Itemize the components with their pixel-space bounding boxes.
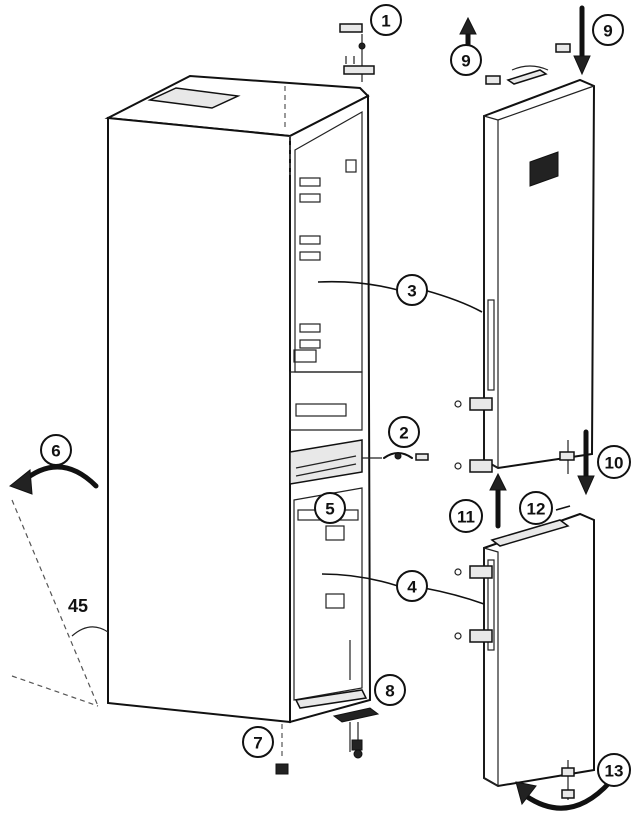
callout-4-label: 4 — [407, 578, 417, 597]
fridge-middle-section — [289, 371, 363, 485]
callout-10: 10 — [597, 445, 631, 479]
callout-9-right: 9 — [592, 14, 624, 46]
callout-4: 4 — [396, 570, 428, 602]
callout-9-left: 9 — [450, 44, 482, 76]
middle-hinge-part — [362, 452, 429, 461]
callout-1: 1 — [370, 4, 402, 36]
fridge-cabinet — [104, 74, 372, 724]
upper-door — [454, 69, 596, 473]
bottom-hinge-part — [332, 707, 380, 759]
display-panel — [529, 151, 559, 187]
callout-9-left-label: 9 — [461, 52, 470, 71]
callout-11-label: 11 — [457, 508, 475, 527]
tilt-guide — [11, 499, 109, 707]
callout-11: 11 — [449, 499, 483, 533]
callout-8: 8 — [374, 674, 406, 706]
callout-7-label: 7 — [253, 734, 262, 753]
callout-1-label: 1 — [381, 12, 390, 31]
door-middle-hinge-part — [559, 440, 575, 474]
rotate-arrow — [19, 464, 99, 489]
top-hinge-part — [339, 23, 375, 82]
callout-6: 6 — [40, 434, 72, 466]
callout-13-label: 13 — [605, 762, 624, 781]
callout-5: 5 — [314, 492, 346, 524]
rotate-arrow-bottom — [523, 779, 613, 811]
top-cover-plugs — [485, 43, 571, 85]
callout-7: 7 — [242, 726, 274, 758]
callout-2-label: 2 — [399, 424, 408, 443]
lower-door — [454, 512, 595, 800]
callout-2: 2 — [388, 416, 420, 448]
callout-12: 12 — [519, 491, 553, 525]
callout-6-label: 6 — [51, 442, 60, 461]
callout-3-label: 3 — [407, 282, 416, 301]
callout-9-right-label: 9 — [603, 22, 612, 41]
callout-12-label: 12 — [527, 500, 546, 519]
adjustable-foot — [275, 724, 289, 775]
tilt-angle-label: 45 — [68, 596, 88, 616]
callout-8-label: 8 — [385, 682, 394, 701]
callout-3: 3 — [396, 274, 428, 306]
fridge-interior-upper — [293, 159, 357, 363]
callout-13: 13 — [597, 753, 631, 787]
callout-5-label: 5 — [325, 500, 334, 519]
callout-10-label: 10 — [605, 454, 624, 473]
